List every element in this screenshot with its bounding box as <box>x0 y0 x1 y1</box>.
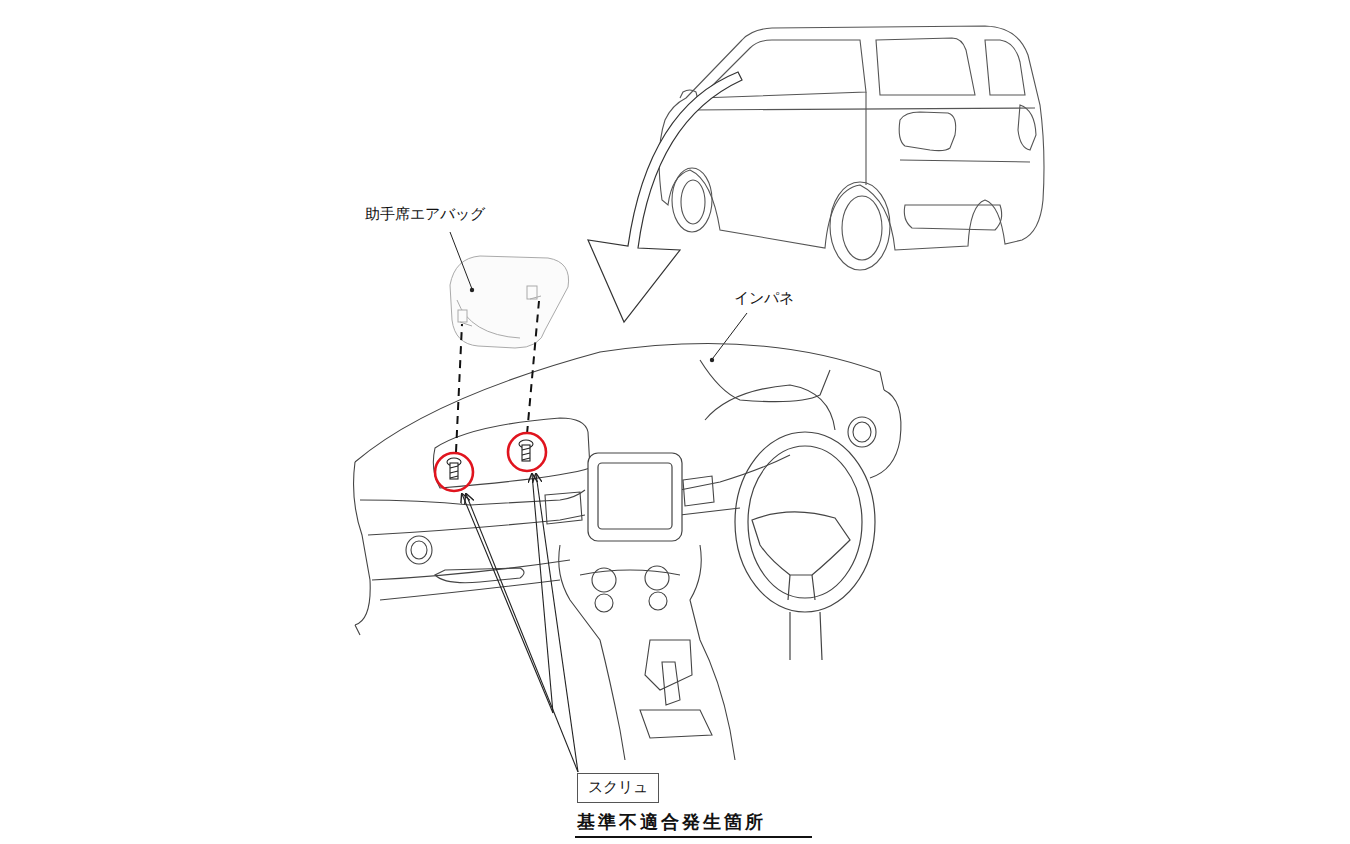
center-console <box>690 545 735 760</box>
display-screen <box>588 453 682 541</box>
leader-line <box>450 232 472 289</box>
leader-line <box>713 313 747 358</box>
airbag-module <box>458 310 467 322</box>
instrument-panel <box>870 390 901 478</box>
callout-box: スクリュ <box>577 773 659 803</box>
pointer-line <box>462 474 578 772</box>
instrument-panel <box>680 455 790 490</box>
instrument-panel <box>355 344 884 462</box>
pointer-line <box>536 474 578 772</box>
instrument-panel <box>680 508 740 515</box>
leader-dot <box>470 288 474 292</box>
screw-symbol <box>522 445 530 461</box>
instrument-panel <box>700 360 830 402</box>
car-outline <box>659 26 1044 250</box>
car-outline <box>1018 105 1036 150</box>
defect-marker <box>435 433 546 491</box>
steering-wheel <box>735 432 875 612</box>
pointer-line <box>532 474 553 713</box>
assembly-line <box>527 301 539 434</box>
display-screen <box>598 463 672 529</box>
center-console <box>559 545 735 760</box>
instrument-panel <box>406 536 432 564</box>
car-outline <box>900 160 1030 162</box>
pointer-line <box>466 494 578 772</box>
steering-wheel <box>748 446 862 598</box>
car-outline <box>985 40 1025 95</box>
assembly-line <box>456 324 462 452</box>
instrument-panel <box>354 344 901 635</box>
center-console <box>645 566 669 590</box>
center-console <box>640 710 712 738</box>
center-console <box>595 594 613 612</box>
part-name: インパネ <box>734 289 794 308</box>
leader-dot <box>710 358 714 362</box>
steering-wheel <box>752 512 850 575</box>
instrument-panel <box>368 515 585 535</box>
instrument-panel <box>853 422 871 442</box>
part-name: スクリュ <box>588 778 648 798</box>
car-outline <box>672 168 712 232</box>
center-console <box>649 592 667 610</box>
defect-marker <box>435 453 473 491</box>
instrument-panel <box>545 492 582 524</box>
pointer-arrow <box>588 72 742 322</box>
airbag-module <box>450 256 569 348</box>
car-outline <box>904 205 1001 230</box>
screw-symbol <box>522 448 530 460</box>
car-outline <box>659 26 1044 270</box>
airbag-module <box>450 256 569 348</box>
car-outline <box>899 112 956 151</box>
center-console <box>645 640 692 690</box>
screw-symbol <box>450 463 458 479</box>
defect-marker <box>508 433 546 471</box>
car-outline <box>681 180 705 224</box>
center-console <box>580 570 680 575</box>
instrument-panel <box>355 625 360 635</box>
pointer-line <box>462 494 553 713</box>
note-text: 基準不適合発生箇所 <box>577 810 766 834</box>
screw-symbol <box>447 440 533 479</box>
display-screen <box>588 453 682 541</box>
instrument-panel <box>435 568 524 583</box>
steering-wheel <box>790 612 822 660</box>
label-underline <box>575 836 812 838</box>
instrument-panel <box>354 462 371 625</box>
center-console <box>559 545 625 760</box>
instrument-panel <box>411 541 427 559</box>
instrument-panel <box>705 385 835 430</box>
steering-wheel <box>735 432 875 660</box>
car-outline <box>876 38 975 95</box>
instrument-panel <box>360 490 585 505</box>
instrument-panel <box>683 476 714 506</box>
airbag-module <box>457 300 520 338</box>
steering-wheel <box>788 575 815 600</box>
car-outline <box>842 196 882 260</box>
screw-symbol <box>450 466 458 478</box>
car-outline <box>865 92 866 185</box>
car-outline <box>690 108 1035 110</box>
airbag-module <box>460 296 541 326</box>
car-outline <box>830 182 890 270</box>
assembly-line <box>456 301 539 452</box>
instrument-panel <box>848 417 876 447</box>
center-console <box>662 662 680 705</box>
part-name: 助手席エアバッグ <box>365 205 485 224</box>
